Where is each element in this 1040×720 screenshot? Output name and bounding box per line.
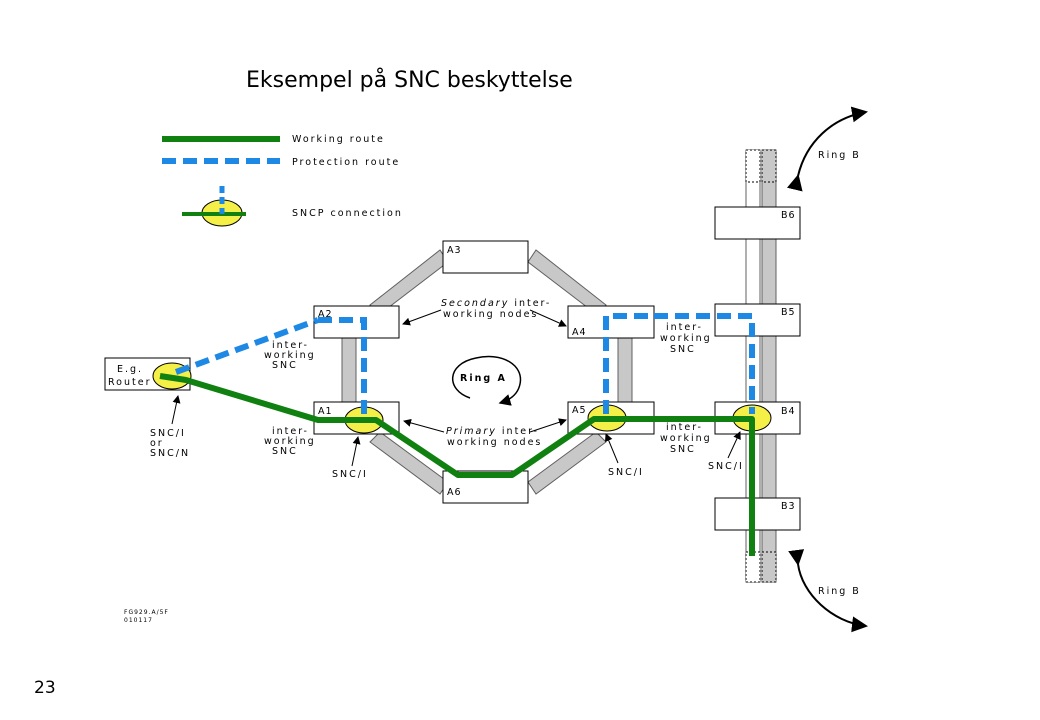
figure-ref-line2: 010117	[124, 617, 153, 624]
router-snc-arrow	[171, 395, 181, 425]
snci-a5-arrow	[604, 433, 619, 464]
svg-text:SNC: SNC	[272, 360, 298, 371]
primary-nodes-label: Primary inter-	[446, 426, 539, 437]
ring-b-bottom-arrow	[788, 549, 868, 633]
router-snc-label: SNC/I or SNC/N	[150, 428, 190, 459]
node-a2-label: A2	[318, 309, 333, 320]
slide-number: 23	[34, 678, 56, 698]
svg-text:working: working	[660, 433, 712, 444]
svg-text:inter-: inter-	[272, 426, 309, 437]
ring-b-top-label: Ring B	[818, 150, 861, 161]
primary-arrow-right	[529, 418, 567, 433]
svg-text:SNC/N: SNC/N	[150, 448, 190, 459]
ring-a-links	[341, 249, 633, 495]
svg-text:inter-: inter-	[666, 322, 703, 333]
node-a4-label: A4	[572, 327, 587, 338]
ring-a-label: Ring A	[460, 373, 507, 384]
ring-b-top-arrow	[786, 106, 868, 192]
iw-right-top: inter- working SNC	[660, 322, 712, 355]
protection-route-a2-a1	[318, 317, 367, 416]
legend-protection-label: Protection route	[292, 157, 400, 168]
svg-text:SNC: SNC	[670, 444, 696, 455]
svg-text:working: working	[660, 333, 712, 344]
node-a4	[567, 305, 655, 339]
figure-ref-line1: FG929.A/5F	[124, 609, 169, 616]
snci-b4-label: SNC/I	[708, 461, 744, 472]
svg-text:or: or	[150, 438, 164, 449]
svg-text:SNC/I: SNC/I	[150, 428, 186, 439]
node-b6	[714, 206, 801, 240]
ring-b-rails	[745, 149, 777, 583]
legend: Working route Protection route SNCP conn…	[162, 134, 403, 227]
svg-text:SNC: SNC	[272, 446, 298, 457]
ring-b-bottom-label: Ring B	[818, 586, 861, 597]
snci-a1-label: SNC/I	[332, 469, 368, 480]
primary-arrow-left	[403, 418, 445, 433]
node-b5-label: B5	[781, 307, 796, 318]
svg-text:working: working	[264, 436, 316, 447]
node-b4-label: B4	[781, 406, 796, 417]
svg-text:working: working	[264, 350, 316, 361]
secondary-nodes-line2: working nodes	[443, 309, 538, 320]
secondary-arrow-left	[402, 309, 442, 326]
iw-left-bottom: inter- working SNC	[264, 426, 316, 457]
node-a1-label: A1	[318, 406, 333, 417]
node-a3	[442, 240, 529, 274]
iw-right-bottom: inter- working SNC	[660, 422, 712, 455]
svg-text:SNC: SNC	[670, 344, 696, 355]
protection-route-router-a2	[174, 317, 320, 375]
snci-b4-arrow	[727, 431, 741, 459]
node-a6-label: A6	[447, 487, 462, 498]
node-a5-label: A5	[572, 405, 587, 416]
node-b5	[714, 303, 801, 337]
svg-text:inter-: inter-	[272, 340, 309, 351]
protection-route-a4-a5	[603, 313, 654, 414]
ring-a-cycle-arrow	[452, 355, 522, 406]
secondary-nodes-label: Secondary inter-	[441, 298, 551, 309]
node-b3-label: B3	[781, 501, 796, 512]
legend-sncp-label: SNCP connection	[292, 208, 403, 219]
secondary-arrow-right	[529, 309, 567, 327]
snci-a5-label: SNC/I	[608, 467, 644, 478]
legend-working-label: Working route	[292, 134, 385, 145]
protection-route-a4-b5	[654, 313, 755, 414]
primary-nodes-line2: working nodes	[447, 437, 542, 448]
slide-title: Eksempel på SNC beskyttelse	[246, 68, 573, 93]
node-b6-label: B6	[781, 210, 796, 221]
svg-text:inter-: inter-	[666, 422, 703, 433]
snci-a1-arrow	[351, 436, 361, 467]
node-a3-label: A3	[447, 245, 462, 256]
iw-left-top: inter- working SNC	[264, 340, 316, 371]
router-label-line2: Router	[108, 377, 151, 388]
node-b3	[714, 497, 801, 531]
router-label-line1: E.g.	[117, 364, 143, 375]
working-route	[159, 373, 755, 556]
